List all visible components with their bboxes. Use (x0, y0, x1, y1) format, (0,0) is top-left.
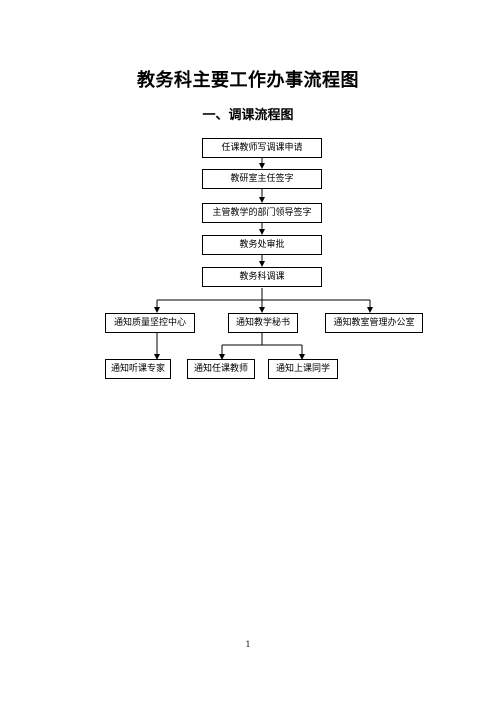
step-academic-office-approve: 教务处审批 (202, 235, 322, 255)
notify-classroom-office: 通知教室管理办公室 (325, 313, 423, 333)
step-dept-leader-sign: 主管教学的部门领导签字 (202, 203, 322, 223)
step-academic-section-adjust: 教务科调课 (202, 267, 322, 287)
page-number: 1 (245, 640, 251, 649)
step-section-head-sign: 教研室主任签字 (202, 169, 322, 189)
notify-students: 通知上课同学 (268, 359, 338, 379)
step-teacher-application: 任课教师写调课申请 (202, 138, 322, 158)
notify-observing-expert: 通知听课专家 (105, 359, 171, 379)
page-title: 教务科主要工作办事流程图 (137, 70, 359, 91)
notify-quality-center: 通知质量坚控中心 (105, 313, 195, 333)
notify-teaching-secretary: 通知教学秘书 (228, 313, 298, 333)
notify-course-teacher: 通知任课教师 (187, 359, 255, 379)
section-subtitle: 一、调课流程图 (202, 108, 294, 123)
